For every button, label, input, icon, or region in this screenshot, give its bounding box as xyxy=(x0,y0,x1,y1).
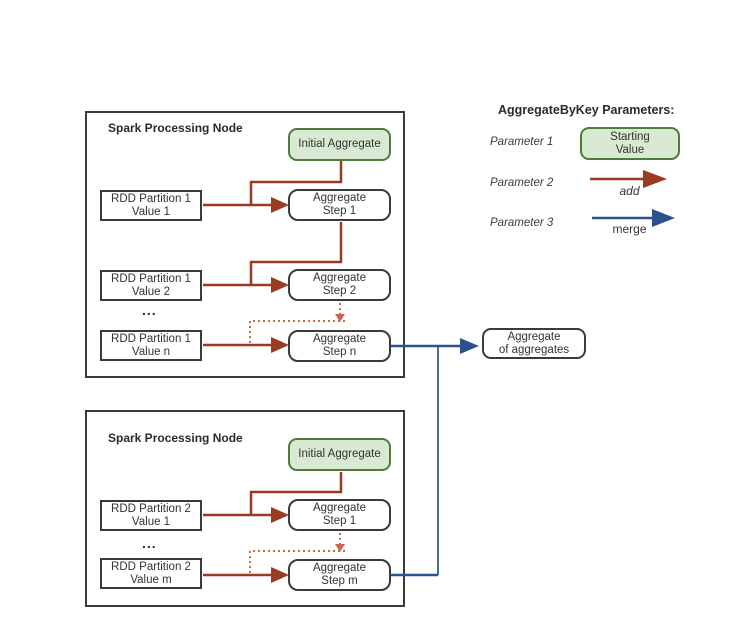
rdd-partition-1-value-n-box: RDD Partition 1 Value n xyxy=(100,330,202,361)
rdd-partition-2-value-m-box: RDD Partition 2 Value m xyxy=(100,558,202,589)
aggregate-step-1-box-node2: Aggregate Step 1 xyxy=(288,499,391,531)
dotted-skip-connector-node2 xyxy=(249,533,345,573)
initial-aggregate-label: Initial Aggregate xyxy=(298,138,381,150)
add-arrow-rowm-node2 xyxy=(203,567,289,583)
rdd-partition-2-value-1-box: RDD Partition 2 Value 1 xyxy=(100,500,202,531)
rdd-box-line2: Value 2 xyxy=(131,285,171,298)
rdd-box-line2: Value m xyxy=(130,573,172,586)
dotted-skip-connector-node1 xyxy=(249,303,345,343)
initial-aggregate-box-node1: Initial Aggregate xyxy=(288,128,391,161)
aggregate-step-m-box-node2: Aggregate Step m xyxy=(288,559,391,591)
rdd-box-line1: RDD Partition 2 xyxy=(111,502,191,515)
starting-value-box: Starting Value xyxy=(580,127,680,160)
step-box-line1: Aggregate xyxy=(312,192,367,204)
initial-feed-connector-node2 xyxy=(249,472,343,514)
add-arrow-row1-node2 xyxy=(203,507,289,523)
merge-connector xyxy=(391,338,479,577)
step-box-line1: Aggregate xyxy=(312,333,367,345)
step-box-line2: Step 2 xyxy=(322,285,357,297)
rdd-box-line1: RDD Partition 1 xyxy=(111,272,191,285)
legend-merge-arrow xyxy=(592,209,675,227)
legend-param-1-label: Parameter 1 xyxy=(490,136,554,148)
rdd-box-line1: RDD Partition 1 xyxy=(111,192,191,205)
rdd-box-line1: RDD Partition 1 xyxy=(111,332,191,345)
add-arrow-row2 xyxy=(203,277,289,293)
legend-title: AggregateByKey Parameters: xyxy=(498,103,675,117)
merge-label: merge xyxy=(612,222,647,236)
aggregate-step-n-box-node1: Aggregate Step n xyxy=(288,330,391,362)
step-box-line1: Aggregate xyxy=(312,502,367,514)
legend-param-2-label: Parameter 2 xyxy=(490,177,554,189)
legend-param-3-label: Parameter 3 xyxy=(490,217,554,229)
step-box-line2: Step m xyxy=(321,575,358,587)
spark-node-2-title: Spark Processing Node xyxy=(108,431,243,445)
step-box-line2: Step 1 xyxy=(322,205,357,217)
spark-node-1 xyxy=(85,111,405,378)
aggregate-of-aggregates-box: Aggregate of aggregates xyxy=(482,328,586,359)
rdd-box-line2: Value 1 xyxy=(131,205,171,218)
rdd-box-line1: RDD Partition 2 xyxy=(111,560,191,573)
add-arrow-row1 xyxy=(203,197,289,213)
ellipsis-node1: ... xyxy=(142,302,157,318)
add-arrow-rown xyxy=(203,337,289,353)
rdd-box-line2: Value n xyxy=(131,345,171,358)
initial-aggregate-label: Initial Aggregate xyxy=(298,448,381,460)
initial-feed-connector-node1 xyxy=(249,161,343,204)
aggregate-step-2-box-node1: Aggregate Step 2 xyxy=(288,269,391,301)
output-box-line2: of aggregates xyxy=(498,343,570,356)
rdd-partition-1-value-1-box: RDD Partition 1 Value 1 xyxy=(100,190,202,221)
legend-add-arrow xyxy=(590,170,667,188)
starting-value-line2: Value xyxy=(615,143,645,156)
initial-aggregate-box-node2: Initial Aggregate xyxy=(288,438,391,471)
step-box-line1: Aggregate xyxy=(312,562,367,574)
output-box-line1: Aggregate xyxy=(507,330,561,343)
rdd-box-line2: Value 1 xyxy=(131,515,171,528)
ellipsis-node2: ... xyxy=(142,535,157,551)
aggregate-step-1-box-node1: Aggregate Step 1 xyxy=(288,189,391,221)
spark-node-1-title: Spark Processing Node xyxy=(108,121,243,135)
starting-value-line1: Starting xyxy=(610,130,650,143)
step1-to-step2-connector xyxy=(249,222,343,284)
rdd-partition-1-value-2-box: RDD Partition 1 Value 2 xyxy=(100,270,202,301)
step-box-line1: Aggregate xyxy=(312,272,367,284)
add-label: add xyxy=(619,184,640,198)
step-box-line2: Step n xyxy=(322,346,357,358)
spark-node-2 xyxy=(85,410,405,607)
step-box-line2: Step 1 xyxy=(322,515,357,527)
